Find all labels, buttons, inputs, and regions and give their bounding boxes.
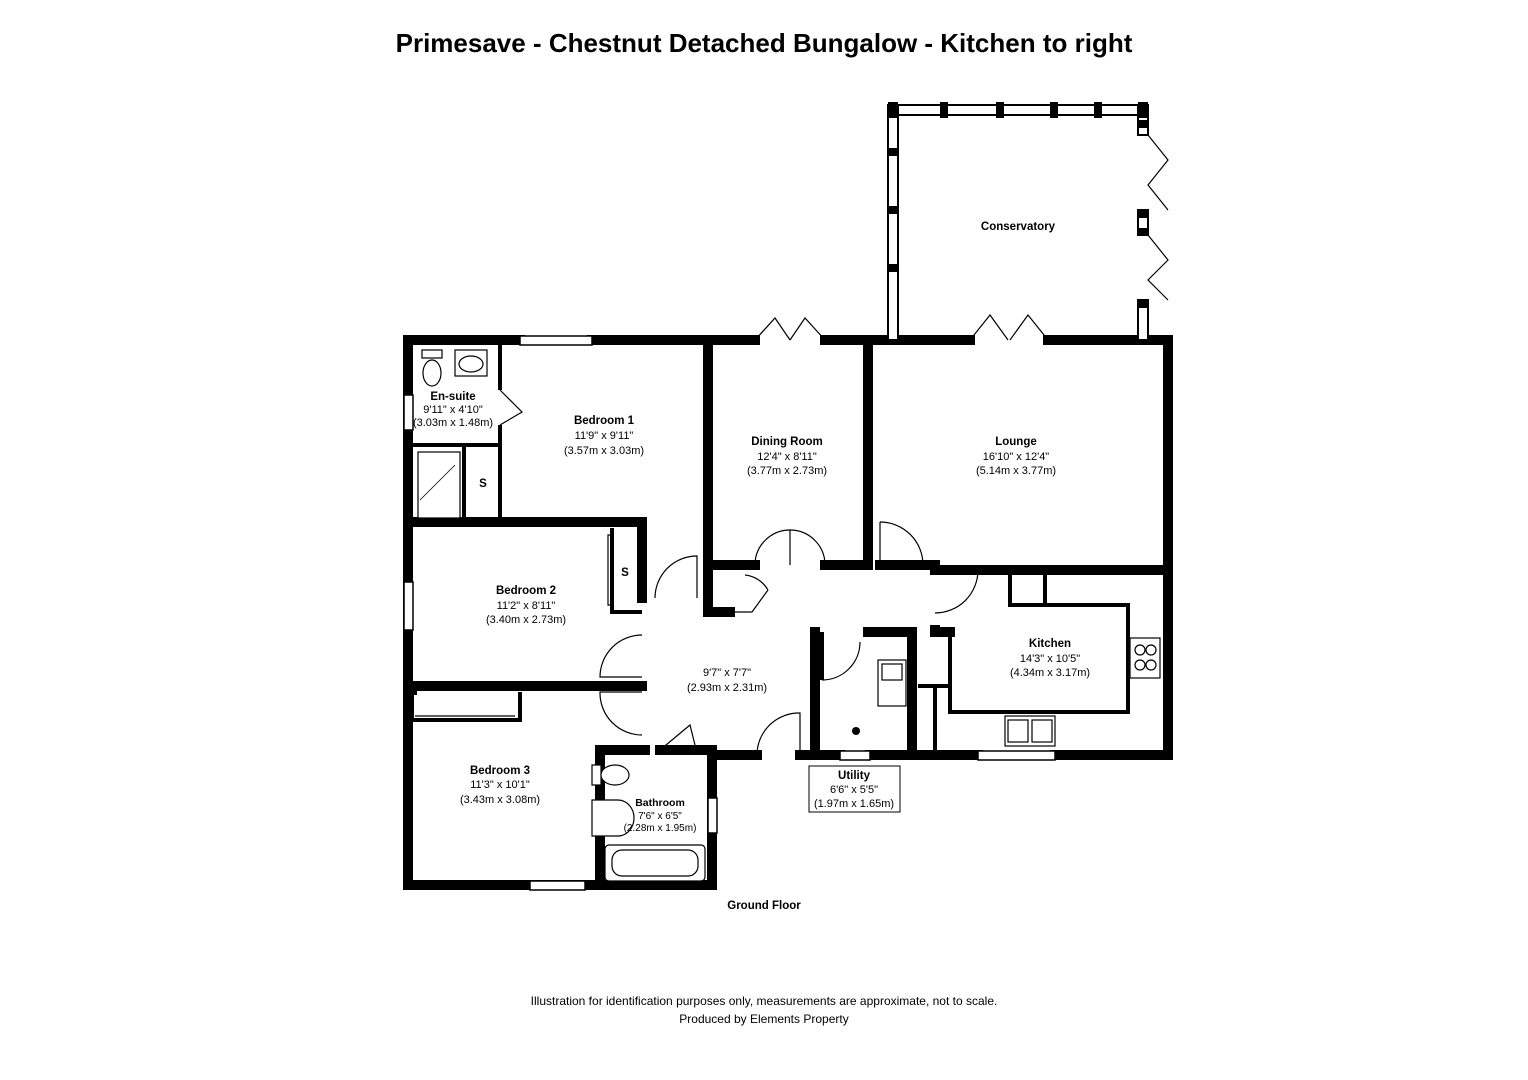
utility-dim-imperial: 6'6" x 5'5" — [830, 784, 878, 796]
lounge-name: Lounge — [995, 436, 1037, 448]
windows — [403, 335, 1056, 891]
dining-dim-imperial: 12'4" x 8'11" — [757, 451, 817, 463]
floor-label: Ground Floor — [727, 900, 801, 912]
plan-title: Primesave - Chestnut Detached Bungalow -… — [395, 28, 1133, 58]
hall-dim-imperial: 9'7" x 7'7" — [703, 667, 751, 679]
bathroom-name: Bathroom — [635, 797, 685, 809]
ensuite-cistern — [421, 349, 443, 359]
hob — [1129, 637, 1161, 679]
bedroom3-dim-imperial: 11'3" x 10'1" — [470, 779, 530, 791]
ensuite-dim-imperial: 9'11" x 4'10" — [423, 404, 483, 416]
utility-label-box — [808, 765, 901, 813]
lounge-dim-imperial: 16'10" x 12'4" — [983, 451, 1050, 463]
ensuite-toilet — [422, 359, 442, 387]
conservatory-side-doors — [1147, 134, 1169, 301]
bedroom3-name: Bedroom 3 — [470, 765, 530, 777]
bedroom2-name: Bedroom 2 — [496, 585, 556, 597]
dining-name: Dining Room — [751, 436, 823, 448]
disclaimer-text: Illustration for identification purposes… — [530, 994, 998, 1008]
storage-label-bedroom2: S — [621, 567, 629, 579]
fixtures — [417, 349, 1161, 882]
bathroom-dim-metric: (2.28m x 1.95m) — [624, 823, 697, 834]
conservatory-name: Conservatory — [981, 221, 1056, 233]
producer-credit: Produced by Elements Property — [679, 1012, 849, 1026]
door-swings — [415, 314, 1049, 756]
bathroom-toilet — [600, 764, 630, 786]
conservatory-posts — [887, 102, 1148, 308]
utility-dim-metric: (1.97m x 1.65m) — [814, 798, 894, 810]
ensuite-name: En-suite — [430, 391, 475, 403]
bedroom1-dim-imperial: 11'9" x 9'11" — [575, 430, 634, 442]
kitchen-dim-metric: (4.34m x 3.17m) — [1010, 667, 1090, 679]
bedroom1-dim-metric: (3.57m x 3.03m) — [564, 445, 644, 457]
utility-name: Utility — [838, 770, 871, 782]
utility-boiler — [852, 727, 860, 735]
bedroom2-dim-imperial: 11'2" x 8'11" — [497, 600, 556, 612]
bedroom1-name: Bedroom 1 — [574, 415, 635, 427]
storage-label-bedroom1: S — [479, 478, 487, 490]
kitchen-dim-imperial: 14'3" x 10'5" — [1020, 653, 1080, 665]
bath-cistern — [591, 764, 602, 786]
bathroom-dim-imperial: 7'6" x 6'5" — [638, 811, 682, 822]
bedroom2-dim-metric: (3.40m x 2.73m) — [486, 614, 566, 626]
shower-tray — [417, 451, 461, 519]
hall-dim-metric: (2.93m x 2.31m) — [687, 682, 767, 694]
bathroom-basin — [591, 799, 635, 837]
ensuite-dim-metric: (3.03m x 1.48m) — [413, 417, 493, 429]
bedroom3-dim-metric: (3.43m x 3.08m) — [460, 794, 540, 806]
dining-dim-metric: (3.77m x 2.73m) — [747, 465, 827, 477]
lounge-dim-metric: (5.14m x 3.77m) — [976, 465, 1056, 477]
kitchen-name: Kitchen — [1029, 638, 1071, 650]
